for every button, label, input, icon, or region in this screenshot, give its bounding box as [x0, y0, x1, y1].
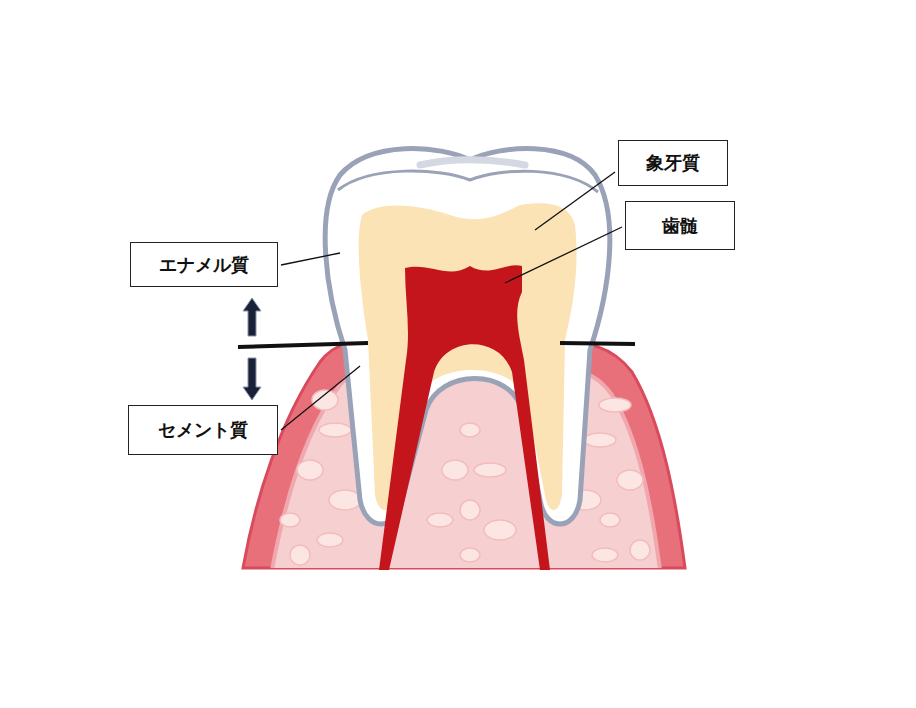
- label-box: セメント質: [128, 405, 278, 455]
- label-box: 象牙質: [618, 140, 728, 186]
- leader-line: [281, 253, 340, 265]
- gum-line: [238, 343, 368, 347]
- leader-line: [535, 172, 615, 230]
- gum-line: [560, 343, 635, 344]
- leader-line: [281, 366, 360, 430]
- down-arrow: [243, 358, 261, 400]
- part-label: セメント質: [158, 418, 248, 442]
- leader-line: [505, 227, 622, 283]
- up-arrow: [243, 298, 261, 336]
- enamel-line: [338, 171, 598, 192]
- dentin: [359, 203, 577, 510]
- label-box: エナメル質: [130, 242, 278, 287]
- part-label: エナメル質: [159, 253, 249, 277]
- pulp: [379, 265, 550, 570]
- part-label: 象牙質: [646, 151, 700, 175]
- crown-groove: [420, 160, 525, 165]
- label-box: 歯髄: [625, 201, 735, 250]
- part-label: 歯髄: [662, 214, 698, 238]
- bone: [272, 370, 660, 570]
